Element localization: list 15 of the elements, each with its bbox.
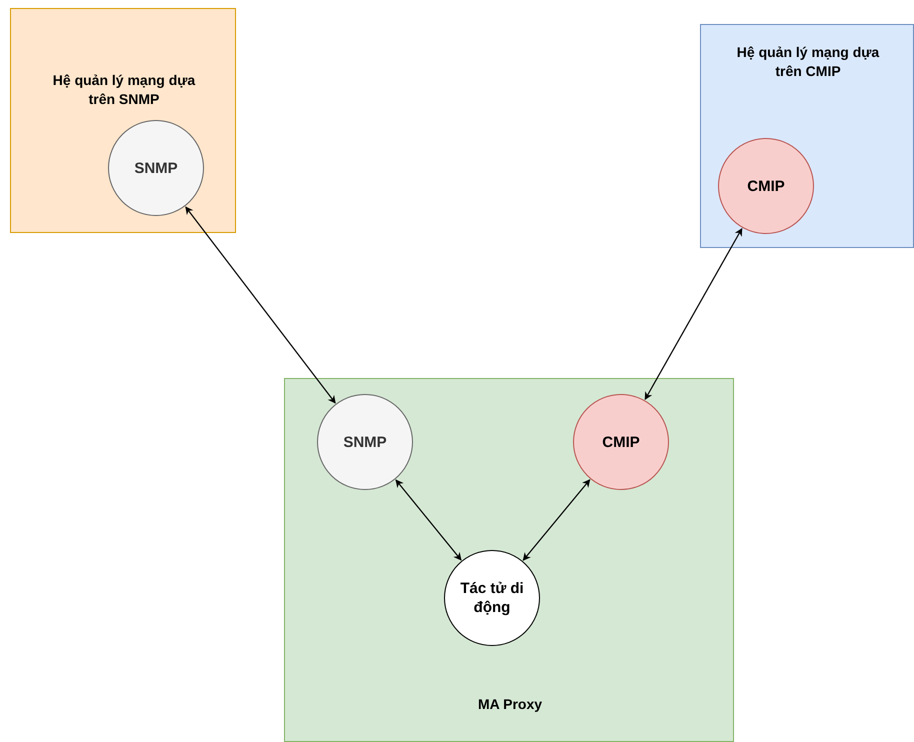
group-title: MA Proxy (476, 695, 544, 714)
group-title: Hệ quản lý mạng dựa trên CMIP (736, 43, 880, 81)
group-panel (10, 8, 236, 233)
circle-label: CMIP (746, 176, 786, 196)
circle-label: SNMP (133, 158, 179, 178)
circle-label: Tác tử di động (459, 579, 525, 617)
arrow (395, 479, 462, 561)
arrow (522, 479, 590, 561)
group-panel (284, 378, 734, 742)
group-title: Hệ quản lý mạng dựa trên SNMP (52, 71, 196, 109)
arrow (644, 228, 742, 400)
circle-label: CMIP (601, 432, 641, 452)
circle-label: SNMP (342, 432, 388, 452)
arrow (185, 206, 336, 404)
group-panel (700, 24, 914, 248)
